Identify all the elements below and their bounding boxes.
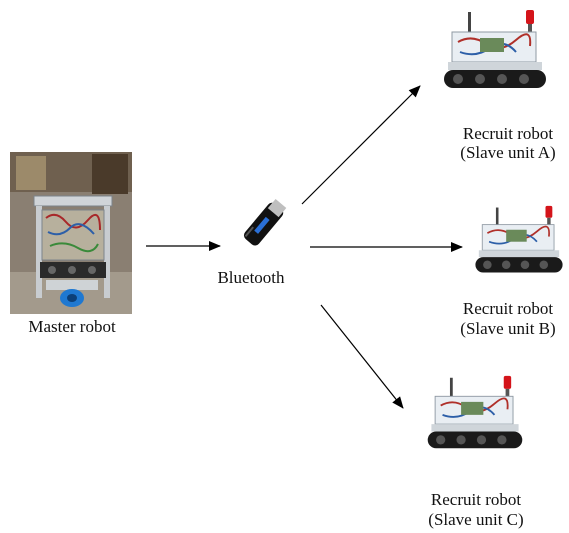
- master-robot-label: Master robot: [28, 317, 116, 336]
- bluetooth-label: Bluetooth: [217, 268, 285, 287]
- arrow-bluetooth-to-slave-a: [301, 85, 421, 205]
- slave-c-name: Recruit robot: [430, 490, 522, 509]
- slave-b-name: Recruit robot: [462, 299, 554, 318]
- slave-robot-c-photo: [427, 375, 523, 449]
- slave-a-unit: (Slave unit A): [460, 143, 556, 162]
- master-robot-photo: [10, 152, 132, 314]
- slave-robot-a-photo: [444, 10, 546, 88]
- slave-b-unit: (Slave unit B): [460, 319, 556, 338]
- arrow-bluetooth-to-slave-c: [320, 304, 404, 409]
- slave-robot-b-photo: [475, 205, 563, 273]
- bluetooth-dongle-icon: [243, 198, 287, 246]
- slave-a-name: Recruit robot: [462, 124, 554, 143]
- slave-c-unit: (Slave unit C): [428, 510, 524, 529]
